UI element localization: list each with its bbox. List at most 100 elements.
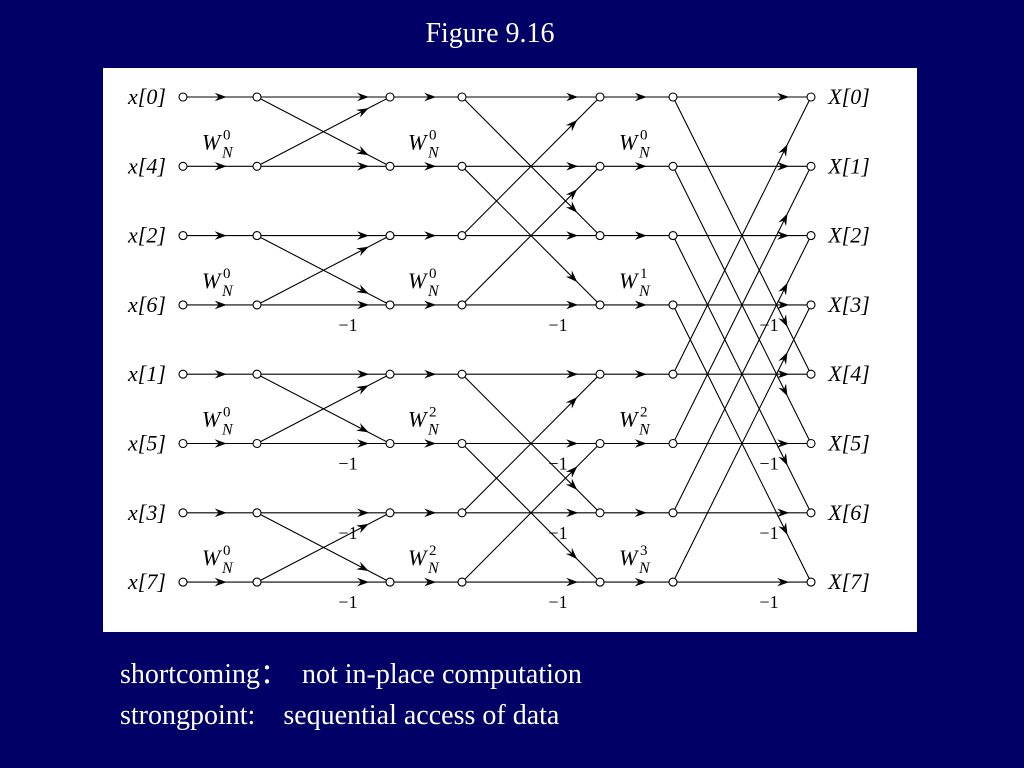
flow-arrow	[566, 439, 579, 448]
flow-arrow	[214, 300, 227, 310]
flow-arrow	[565, 270, 578, 283]
flow-node	[668, 231, 678, 241]
flow-node	[595, 161, 605, 171]
flow-arrow	[778, 383, 788, 397]
flow-arrow	[777, 439, 790, 448]
flow-arrow	[356, 561, 369, 572]
flow-arrow	[565, 119, 578, 132]
twiddle-base: W	[408, 407, 428, 432]
twiddle-subscript: N	[221, 144, 234, 161]
output-label: X[6]	[827, 500, 870, 525]
twiddle-subscript: N	[427, 560, 440, 577]
flow-node	[595, 577, 605, 587]
flow-node	[806, 161, 816, 171]
flow-arrow	[357, 369, 370, 379]
flow-node	[252, 92, 262, 102]
flow-arrow	[777, 92, 790, 102]
flow-arrow	[356, 246, 369, 257]
flow-arrow	[424, 92, 437, 102]
flow-node	[668, 161, 678, 171]
flow-arrow	[777, 369, 790, 379]
flow-node	[178, 161, 188, 171]
flow-node	[252, 231, 262, 241]
flow-arrow	[565, 397, 578, 409]
flow-node	[457, 508, 467, 518]
twiddle-base: W	[408, 268, 428, 293]
flow-arrow	[778, 213, 788, 227]
flow-arrow	[214, 231, 227, 240]
flow-node	[252, 508, 262, 518]
twiddle-base: W	[202, 268, 222, 293]
flow-arrow	[357, 231, 370, 240]
flow-node	[668, 508, 678, 518]
flow-arrow	[634, 577, 647, 587]
input-label: x[1]	[127, 361, 166, 386]
twiddle-exponent: 2	[429, 405, 437, 421]
flow-node	[178, 577, 188, 587]
shortcoming-text: not in-place computation	[302, 659, 582, 690]
flow-arrow	[566, 508, 579, 518]
flow-arrow	[778, 522, 788, 535]
negation-label: −1	[548, 523, 567, 543]
flow-arrow	[214, 162, 227, 171]
flow-arrow	[357, 508, 370, 518]
flow-node	[668, 438, 678, 449]
strongpoint-text: sequential access of data	[283, 700, 560, 731]
twiddle-exponent: 0	[223, 543, 231, 559]
input-label: x[2]	[127, 223, 166, 248]
flow-arrow	[214, 577, 227, 587]
flow-node	[457, 92, 467, 102]
negation-label: −1	[759, 315, 778, 335]
twiddle-subscript: N	[638, 560, 651, 577]
output-label: X[1]	[827, 153, 870, 178]
flow-node	[252, 300, 262, 310]
flow-arrow	[777, 300, 790, 310]
negation-label: −1	[548, 315, 567, 335]
flow-node	[457, 231, 467, 241]
output-label: X[7]	[827, 569, 870, 594]
flow-arrow	[357, 577, 370, 587]
flow-arrow	[566, 162, 579, 171]
flow-node	[385, 300, 395, 310]
flow-node	[385, 438, 395, 449]
output-label: X[4]	[827, 361, 870, 386]
twiddle-subscript: N	[427, 422, 440, 439]
flow-arrow	[357, 300, 370, 310]
twiddle-base: W	[202, 545, 222, 570]
twiddle-exponent: 2	[429, 543, 437, 559]
flow-arrow	[356, 423, 369, 433]
twiddle-base: W	[619, 407, 639, 432]
flow-node	[178, 92, 188, 102]
flow-node	[457, 161, 467, 171]
negation-label: −1	[338, 315, 357, 335]
flow-arrow	[778, 452, 788, 466]
flow-node	[595, 300, 605, 310]
twiddle-subscript: N	[221, 422, 234, 439]
strongpoint-label: strongpoint:	[120, 700, 256, 731]
twiddle-subscript: N	[638, 422, 651, 439]
twiddle-exponent: 0	[223, 127, 231, 143]
flow-arrow	[424, 508, 437, 518]
twiddle-base: W	[619, 545, 639, 570]
twiddle-subscript: N	[221, 283, 234, 300]
flow-node	[385, 231, 395, 241]
twiddle-exponent: 3	[640, 543, 648, 559]
flow-edge	[672, 96, 812, 375]
flow-arrow	[566, 92, 579, 102]
input-label: x[3]	[127, 500, 166, 525]
flow-arrow	[634, 92, 647, 102]
negation-label: −1	[548, 592, 567, 612]
twiddle-exponent: 0	[640, 127, 648, 143]
flow-node	[252, 369, 262, 379]
slide-title: Figure 9.16	[425, 18, 555, 49]
flow-node	[178, 438, 188, 449]
flow-arrow	[214, 508, 227, 518]
flow-node	[806, 369, 816, 379]
flow-arrow	[214, 92, 227, 102]
